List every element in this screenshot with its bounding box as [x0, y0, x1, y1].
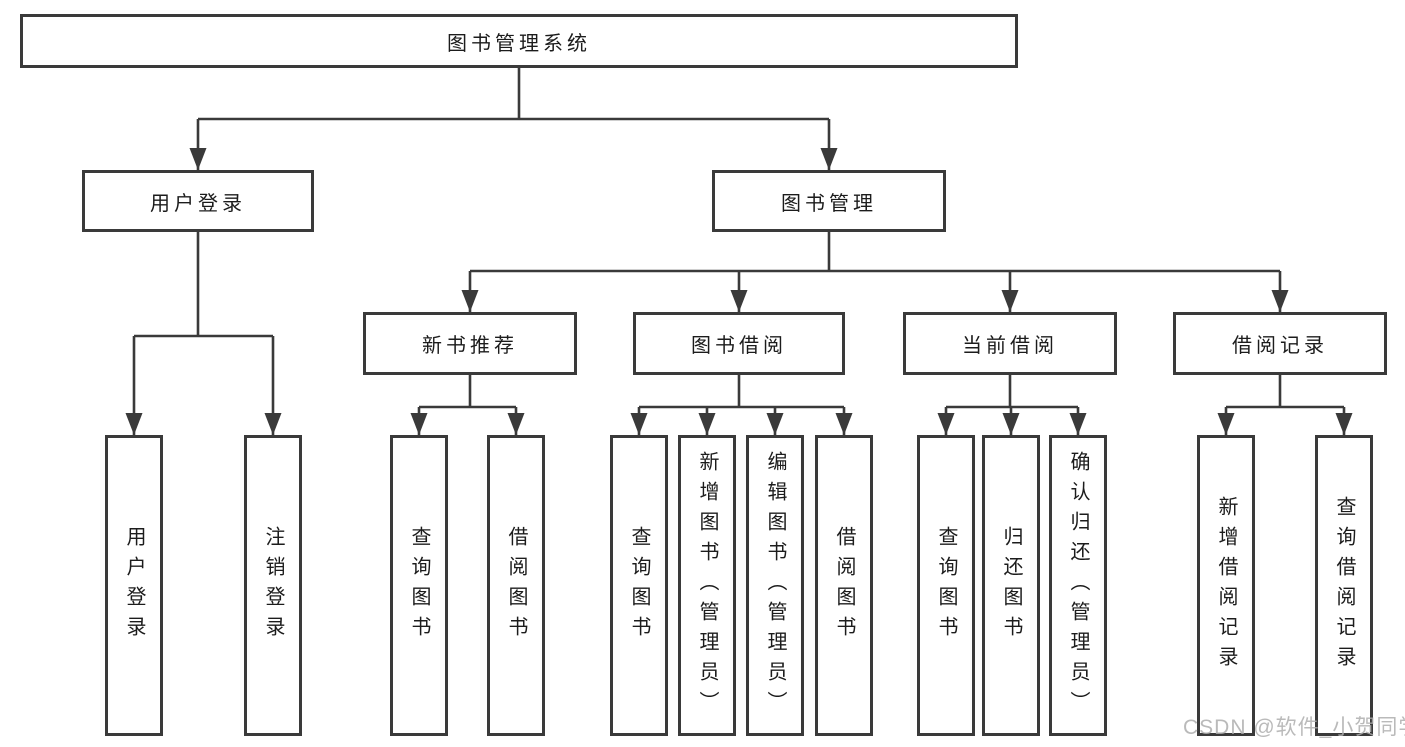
node-leaf-current-query-books-label: 查询图书 — [935, 525, 957, 646]
node-leaf-records-query-record-label: 查询借阅记录 — [1333, 495, 1355, 676]
node-leaf-borrow-query-books-label: 查询图书 — [628, 525, 650, 646]
node-book-management: 图书管理 — [712, 170, 946, 232]
node-leaf-login: 用户登录 — [105, 435, 163, 736]
node-leaf-borrow-borrow-books: 借阅图书 — [815, 435, 873, 736]
node-new-book-recommend-label: 新书推荐 — [422, 335, 518, 357]
connector-borrowing-to-leaves — [630, 375, 853, 435]
node-borrowing-records-label: 借阅记录 — [1232, 335, 1328, 357]
node-leaf-borrow-edit-books-label: 编辑图书（管理员） — [764, 450, 786, 721]
node-root-label: 图书管理系统 — [447, 32, 591, 55]
node-leaf-current-return-books-label: 归还图书 — [1000, 525, 1022, 646]
node-leaf-login-label: 用户登录 — [123, 525, 145, 646]
connector-recommend-to-leaves — [410, 375, 525, 435]
node-book-management-label: 图书管理 — [781, 192, 877, 215]
node-leaf-records-query-record: 查询借阅记录 — [1315, 435, 1373, 736]
node-leaf-current-return-books: 归还图书 — [982, 435, 1040, 736]
csdn-watermark: CSDN @软件_小贺同学 — [1183, 716, 1405, 739]
node-leaf-recommend-query-books: 查询图书 — [390, 435, 448, 736]
node-user-login-label: 用户登录 — [150, 192, 246, 215]
node-leaf-borrow-add-books: 新增图书（管理员） — [678, 435, 736, 736]
node-leaf-current-confirm-return: 确认归还（管理员） — [1049, 435, 1107, 736]
node-leaf-recommend-borrow-books: 借阅图书 — [487, 435, 545, 736]
node-book-borrowing: 图书借阅 — [633, 312, 845, 375]
node-leaf-borrow-borrow-books-label: 借阅图书 — [833, 525, 855, 646]
connector-records-to-leaves — [1217, 375, 1353, 435]
node-leaf-recommend-borrow-books-label: 借阅图书 — [505, 525, 527, 646]
node-leaf-logout: 注销登录 — [244, 435, 302, 736]
connector-book-management-to-level3 — [461, 232, 1289, 312]
node-leaf-current-query-books: 查询图书 — [917, 435, 975, 736]
node-leaf-borrow-edit-books: 编辑图书（管理员） — [746, 435, 804, 736]
node-leaf-logout-label: 注销登录 — [262, 525, 284, 646]
node-leaf-recommend-query-books-label: 查询图书 — [408, 525, 430, 646]
node-leaf-borrow-add-books-label: 新增图书（管理员） — [696, 450, 718, 721]
connector-current-to-leaves — [937, 375, 1087, 435]
node-current-borrowing: 当前借阅 — [903, 312, 1117, 375]
node-leaf-records-add-record-label: 新增借阅记录 — [1215, 495, 1237, 676]
node-root: 图书管理系统 — [20, 14, 1018, 68]
node-user-login: 用户登录 — [82, 170, 314, 232]
connector-user-login-to-leaves — [125, 232, 282, 435]
node-current-borrowing-label: 当前借阅 — [962, 335, 1058, 357]
node-borrowing-records: 借阅记录 — [1173, 312, 1387, 375]
node-book-borrowing-label: 图书借阅 — [691, 335, 787, 357]
node-leaf-records-add-record: 新增借阅记录 — [1197, 435, 1255, 736]
node-leaf-current-confirm-return-label: 确认归还（管理员） — [1067, 450, 1089, 721]
node-leaf-borrow-query-books: 查询图书 — [610, 435, 668, 736]
node-new-book-recommend: 新书推荐 — [363, 312, 577, 375]
connector-root-to-level2 — [189, 68, 838, 170]
